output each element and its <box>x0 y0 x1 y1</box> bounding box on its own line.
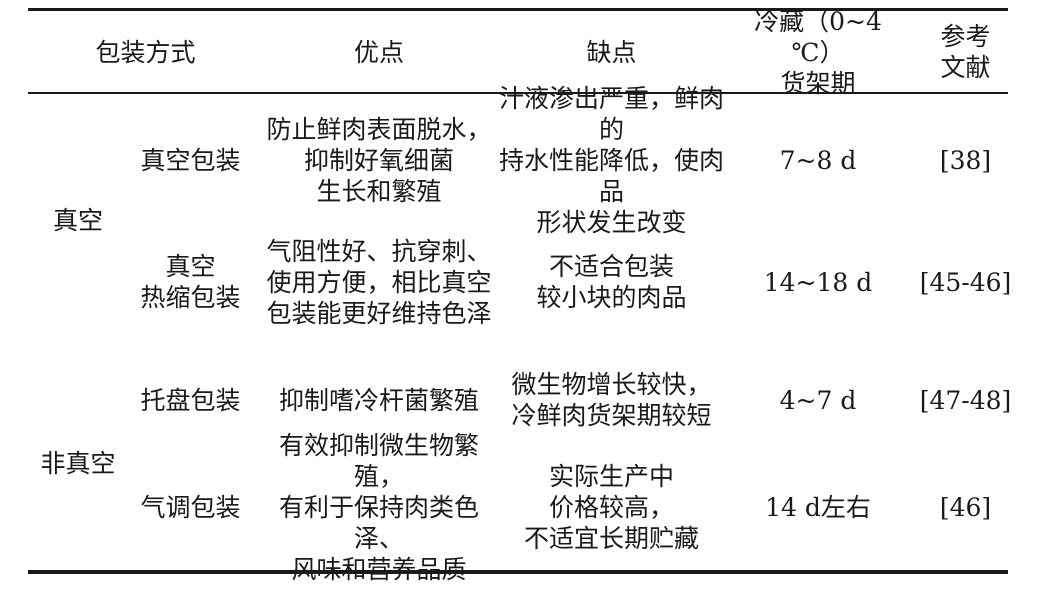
header-disadvantages: 缺点 <box>586 37 637 67</box>
row-1-disadvantages: 汁液渗出严重，鲜肉的 持水性能降低，使肉品 形状发生改变 <box>498 83 724 237</box>
row-2-advantages: 气阻性好、抗穿刺、 使用方便，相比真空 包装能更好维持色泽 <box>266 236 492 328</box>
row-1-method: 真空包装 <box>140 145 241 175</box>
header-shelf-life: 冷藏（0~4 ℃） 货架期 <box>754 6 882 98</box>
row-3-method: 托盘包装 <box>140 385 241 415</box>
group-label-vacuum: 真空 <box>52 205 103 235</box>
row-3-advantages: 抑制嗜冷杆菌繁殖 <box>278 385 479 415</box>
row-3-reference: [47-48] <box>919 385 1012 415</box>
header-method: 包装方式 <box>95 37 196 67</box>
row-3-disadvantages: 微生物增长较快， 冷鲜肉货架期较短 <box>511 370 712 430</box>
row-4-reference: [46] <box>939 492 992 522</box>
row-4-method: 气调包装 <box>140 492 241 522</box>
row-1-shelf-life: 7~8 d <box>779 145 857 175</box>
row-1-advantages: 防止鲜肉表面脱水， 抑制好氧细菌 生长和繁殖 <box>266 114 492 206</box>
row-2-disadvantages: 不适合包装 较小块的肉品 <box>536 252 687 312</box>
row-1-reference: [38] <box>939 145 992 175</box>
row-2-method: 真空 热缩包装 <box>140 252 241 312</box>
header-reference: 参考 文献 <box>940 22 991 82</box>
row-4-shelf-life: 14 d左右 <box>765 492 871 522</box>
row-2-shelf-life: 14~18 d <box>763 267 873 297</box>
row-4-disadvantages: 实际生产中 价格较高， 不适宜长期贮藏 <box>523 461 699 553</box>
row-3-shelf-life: 4~7 d <box>779 385 857 415</box>
top-rule <box>28 8 1008 11</box>
group-label-non-vacuum: 非真空 <box>40 448 116 478</box>
row-2-reference: [45-46] <box>919 267 1012 297</box>
header-rule <box>28 92 1008 94</box>
bottom-rule <box>28 570 1008 574</box>
header-advantages: 优点 <box>353 37 404 67</box>
row-4-advantages: 有效抑制微生物繁殖， 有利于保持肉类色泽、 风味和营养品质 <box>278 430 479 584</box>
